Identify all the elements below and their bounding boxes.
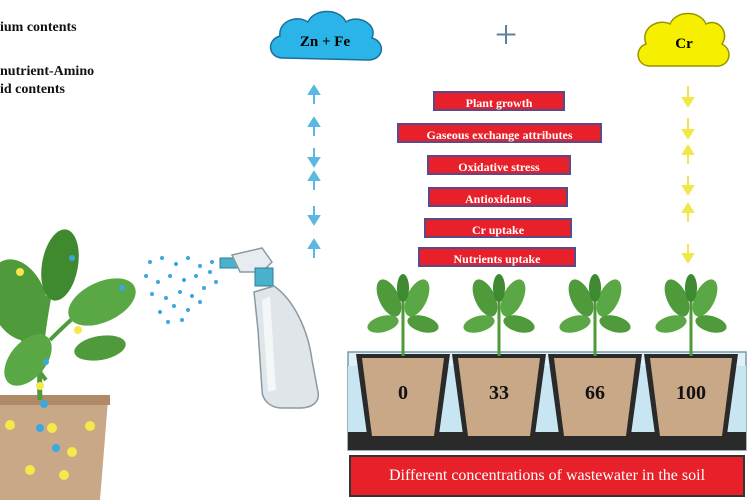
cr-label: Cr bbox=[675, 36, 693, 52]
pot-0 bbox=[356, 354, 450, 442]
pot-66 bbox=[548, 354, 642, 442]
seedling bbox=[367, 274, 439, 356]
bottom-label: Different concentrations of wastewater i… bbox=[349, 455, 745, 497]
blue-arrows bbox=[307, 84, 321, 258]
zn-fe-label: Zn + Fe bbox=[300, 34, 351, 50]
pot-100 bbox=[644, 354, 738, 442]
spray-bottle bbox=[219, 247, 320, 409]
effect-nutrients-uptake: Nutrients uptake bbox=[418, 247, 576, 267]
zn-fe-cloud: Zn + Fe bbox=[269, 10, 382, 61]
yellow-arrows bbox=[681, 86, 695, 264]
concentration-label: 66 bbox=[585, 382, 605, 404]
left-label-3: id contents bbox=[0, 82, 65, 97]
effect-cr-uptake: Cr uptake bbox=[424, 218, 572, 238]
concentration-label: 0 bbox=[398, 382, 408, 404]
seedling bbox=[655, 274, 727, 356]
effect-gaseous-exchange: Gaseous exchange attributes bbox=[397, 123, 602, 143]
effect-oxidative-stress: Oxidative stress bbox=[427, 155, 571, 175]
effect-antioxidants: Antioxidants bbox=[428, 187, 568, 207]
left-label-2: nutrient-Amino bbox=[0, 64, 95, 79]
pot-33 bbox=[452, 354, 546, 442]
plus-sign: + bbox=[495, 12, 518, 57]
left-potted-plant bbox=[0, 229, 136, 500]
left-label-1: ium contents bbox=[0, 20, 77, 35]
cr-cloud: Cr bbox=[637, 12, 730, 67]
spray-mist bbox=[144, 256, 218, 324]
effect-plant-growth: Plant growth bbox=[433, 91, 565, 111]
seedling bbox=[559, 274, 631, 356]
concentration-label: 33 bbox=[489, 382, 509, 404]
seedling bbox=[463, 274, 535, 356]
concentration-label: 100 bbox=[676, 382, 706, 404]
